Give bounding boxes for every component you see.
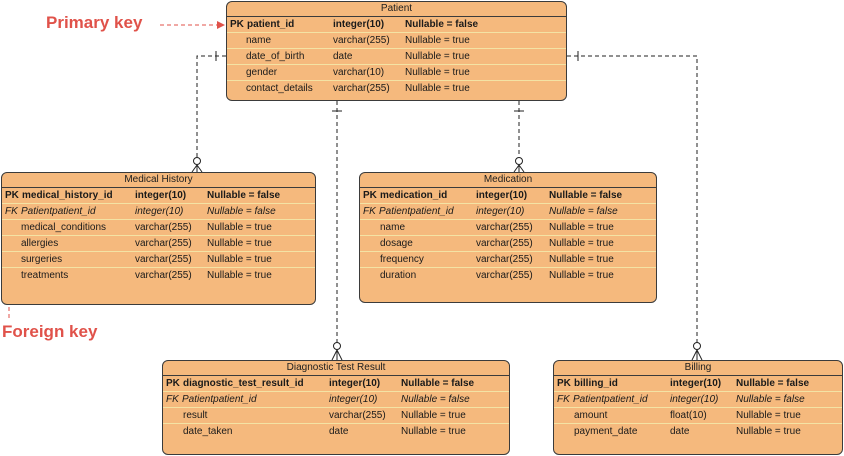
table-row: name varchar(255) Nullable = true (227, 33, 566, 49)
table-row: amount float(10) Nullable = true (554, 408, 842, 424)
table-row: gender varchar(10) Nullable = true (227, 65, 566, 81)
table-row: name varchar(255) Nullable = true (360, 220, 656, 236)
table-row: FK Patientpatient_id integer(10) Nullabl… (2, 204, 315, 220)
entity-title: Medical History (2, 173, 315, 188)
table-row: frequency varchar(255) Nullable = true (360, 252, 656, 268)
entity-title: Patient (227, 2, 566, 17)
table-row: allergies varchar(255) Nullable = true (2, 236, 315, 252)
table-row: PK patient_id integer(10) Nullable = fal… (227, 17, 566, 33)
table-row: duration varchar(255) Nullable = true (380, 270, 614, 281)
zero-marker-icon (193, 157, 201, 165)
table-row: dosage varchar(255) Nullable = true (360, 236, 656, 252)
entity-title: Medication (360, 173, 656, 188)
entity-title: Diagnostic Test Result (163, 361, 509, 376)
entity-medication[interactable]: Medication PK medication_id integer(10) … (359, 172, 657, 303)
zero-marker-icon (333, 342, 341, 350)
primary-key-annotation: Primary key (46, 13, 143, 32)
foreign-key-annotation: Foreign key (2, 322, 98, 341)
entity-billing[interactable]: Billing PK billing_id integer(10) Nullab… (553, 360, 843, 455)
table-row: payment_date date Nullable = true (574, 426, 801, 437)
table-row: result varchar(255) Nullable = true (163, 408, 509, 424)
entity-patient[interactable]: Patient PK patient_id integer(10) Nullab… (226, 1, 567, 101)
entity-diagnostic-test-result[interactable]: Diagnostic Test Result PK diagnostic_tes… (162, 360, 510, 455)
link-patient-billing (567, 55, 698, 343)
table-row: PK medical_history_id integer(10) Nullab… (2, 188, 315, 204)
table-row: treatments varchar(255) Nullable = true (21, 270, 272, 281)
table-row: FK Patientpatient_id integer(10) Nullabl… (360, 204, 656, 220)
table-row: FK Patientpatient_id integer(10) Nullabl… (554, 392, 842, 408)
link-patient-medical-history (196, 55, 226, 158)
table-row: PK medication_id integer(10) Nullable = … (360, 188, 656, 204)
table-row: surgeries varchar(255) Nullable = true (2, 252, 315, 268)
table-row: contact_details varchar(255) Nullable = … (246, 83, 470, 94)
entity-title: Billing (554, 361, 842, 376)
table-row: date_of_birth date Nullable = true (227, 49, 566, 65)
zero-marker-icon (693, 342, 701, 350)
table-row: medical_conditions varchar(255) Nullable… (2, 220, 315, 236)
zero-marker-icon (515, 157, 523, 165)
table-row: PK diagnostic_test_result_id integer(10)… (163, 376, 509, 392)
table-row: date_taken date Nullable = true (183, 426, 466, 437)
table-row: PK billing_id integer(10) Nullable = fal… (554, 376, 842, 392)
entity-medical-history[interactable]: Medical History PK medical_history_id in… (1, 172, 316, 305)
table-row: FK Patientpatient_id integer(10) Nullabl… (163, 392, 509, 408)
